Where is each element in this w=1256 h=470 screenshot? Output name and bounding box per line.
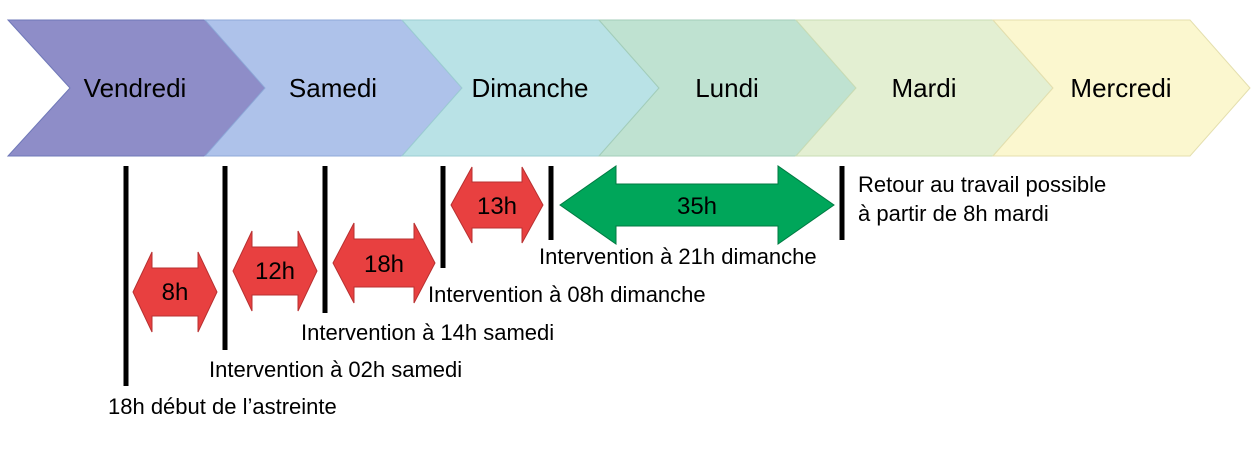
duration-label-12h: 12h xyxy=(255,258,295,285)
day-label-mardi: Mardi xyxy=(891,73,956,103)
day-chevrons: Vendredi Samedi Dimanche Lundi Mardi Mer… xyxy=(6,19,1251,157)
duration-arrow-18h: 18h xyxy=(332,222,436,304)
chevron-samedi: Samedi xyxy=(203,19,463,157)
day-label-mercredi: Mercredi xyxy=(1070,73,1171,103)
chevron-vendredi: Vendredi xyxy=(6,19,266,157)
day-label-lundi: Lundi xyxy=(695,73,759,103)
duration-arrow-8h: 8h xyxy=(132,251,218,333)
caption-intervention-sat-02h: Intervention à 02h samedi xyxy=(209,357,462,382)
event-markers xyxy=(123,166,845,386)
caption-start-astreinte: 18h début de l’astreinte xyxy=(108,394,337,419)
duration-arrow-13h: 13h xyxy=(450,166,544,244)
chevron-mercredi: Mercredi xyxy=(991,19,1251,157)
caption-intervention-sun-08h: Intervention à 08h dimanche xyxy=(428,282,706,307)
caption-return-line2: à partir de 8h mardi xyxy=(858,201,1049,226)
day-label-samedi: Samedi xyxy=(289,73,377,103)
chevron-lundi: Lundi xyxy=(597,19,857,157)
caption-intervention-sat-14h: Intervention à 14h samedi xyxy=(301,320,554,345)
duration-arrow-35h: 35h xyxy=(559,165,835,245)
day-label-dimanche: Dimanche xyxy=(471,73,588,103)
day-label-vendredi: Vendredi xyxy=(84,73,187,103)
duration-label-18h: 18h xyxy=(364,251,404,278)
duration-label-8h: 8h xyxy=(162,279,189,306)
duration-arrow-12h: 12h xyxy=(232,230,318,312)
event-captions: 18h début de l’astreinte Intervention à … xyxy=(108,172,1106,419)
duration-label-35h: 35h xyxy=(677,193,717,220)
caption-return-line1: Retour au travail possible xyxy=(858,172,1106,197)
duration-label-13h: 13h xyxy=(477,193,517,220)
duration-arrows: 8h 12h 18h 13h 35h xyxy=(132,165,835,333)
caption-intervention-sun-21h: Intervention à 21h dimanche xyxy=(539,244,817,269)
